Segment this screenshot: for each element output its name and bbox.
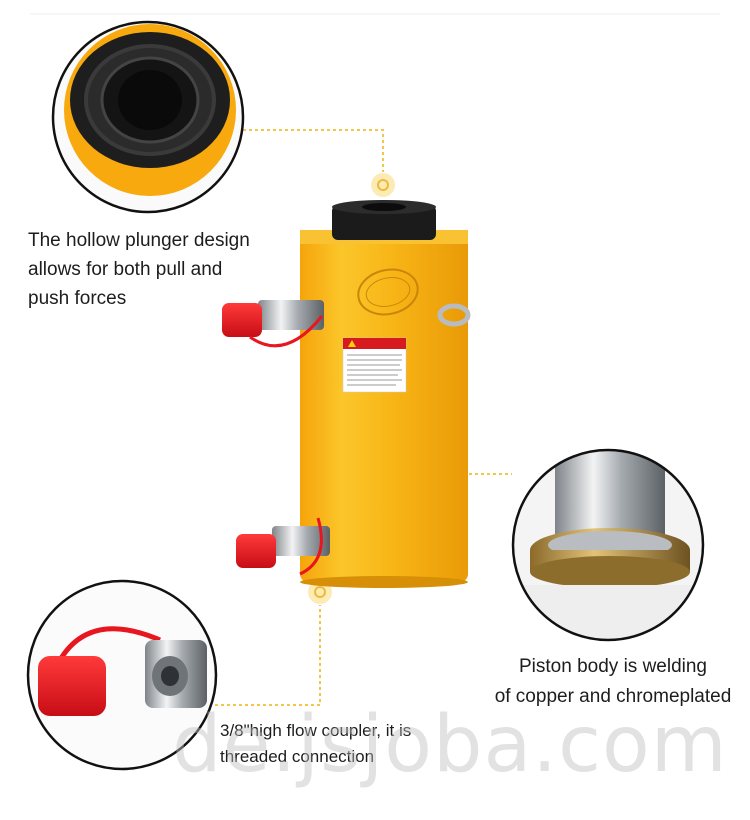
caption-line: allows for both pull and xyxy=(28,259,223,280)
caption-piston-body: Piston body is welding of copper and chr… xyxy=(478,652,748,712)
detail-coupler xyxy=(26,579,218,771)
caption-hollow-plunger: The hollow plunger design allows for bot… xyxy=(28,226,278,313)
watermark: de.jsjoba.com xyxy=(172,700,728,790)
caption-line: threaded connection xyxy=(220,747,375,766)
caption-coupler: 3/8"high flow coupler, it is threaded co… xyxy=(220,718,460,770)
lower-coupler xyxy=(236,517,330,576)
upper-coupler xyxy=(222,300,324,348)
caption-line: The hollow plunger design xyxy=(28,230,250,251)
detail-piston-body xyxy=(511,448,705,642)
hydraulic-cylinder xyxy=(222,200,471,588)
caption-line: Piston body is welding xyxy=(519,656,707,677)
caption-line: of copper and chromeplated xyxy=(494,686,732,707)
caption-line: push forces xyxy=(28,288,127,309)
leader-lines xyxy=(215,129,512,706)
caption-line: 3/8"high flow coupler, it is xyxy=(220,721,412,740)
detail-hollow-plunger xyxy=(51,20,245,214)
